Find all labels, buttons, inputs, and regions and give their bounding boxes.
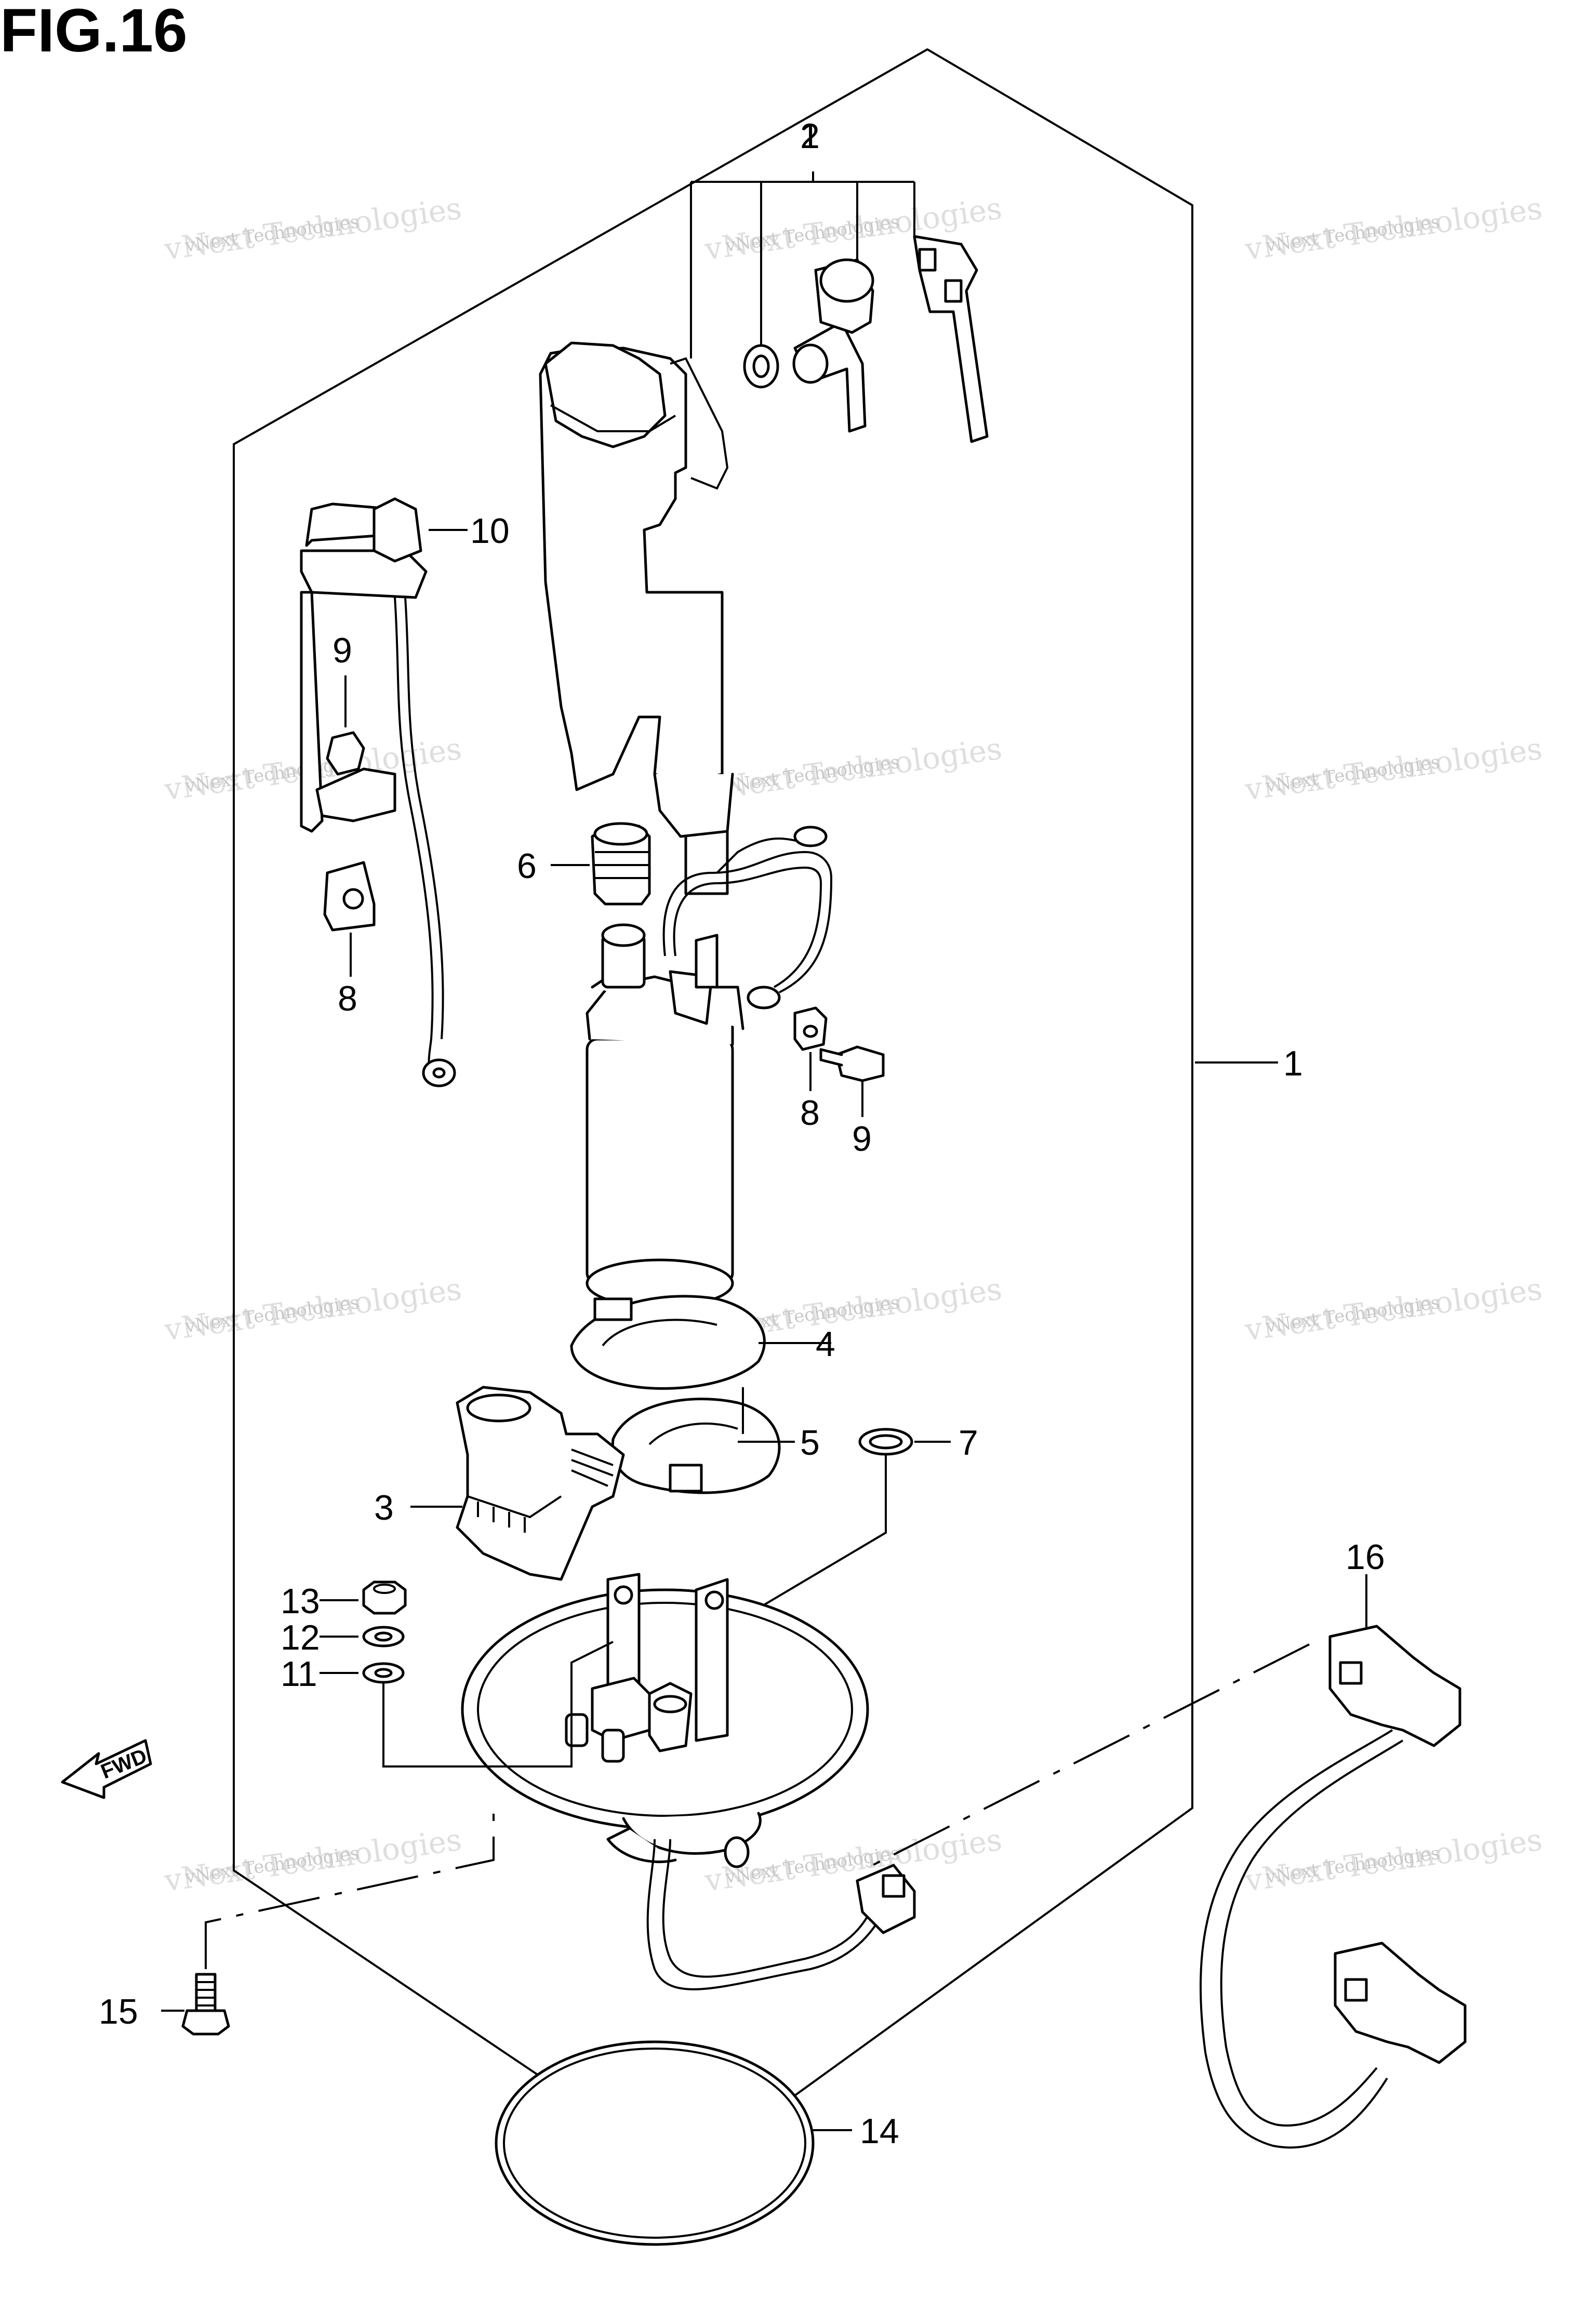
callout-label: 11 (281, 1654, 317, 1694)
pump-flange-plate (461, 1573, 869, 1868)
part-9-screw-left (326, 675, 365, 776)
watermark: vNext Technologies vNext Technologies (162, 1271, 463, 1348)
part-11-lock-washer (320, 1641, 614, 1768)
callout-label: 2 (800, 116, 820, 156)
part-8-clip-left (315, 767, 396, 977)
callout-label: 10 (470, 511, 510, 551)
watermark: vNext Technologies vNext Technologies (1242, 1822, 1544, 1898)
part-6-damper (551, 822, 651, 906)
callout-label: 1 (800, 116, 820, 156)
callout-label: 16 (1346, 1537, 1385, 1577)
callout-label: 7 (959, 1423, 978, 1463)
part-5-bracket (611, 1398, 795, 1494)
callout-label: 8 (338, 979, 357, 1018)
callout-labels: 1 1 2 3 4 5 6 7 8 8 9 9 10 11 12 13 14 1… (99, 116, 1385, 2151)
part-4-holder (570, 1295, 831, 1390)
callout-label: 14 (860, 2111, 899, 2151)
callout-label: 8 (800, 1093, 820, 1133)
figure-title: FIG.16 (0, 0, 188, 65)
watermark: vNext Technologies vNext Technologies (162, 190, 463, 267)
pump-housing-upper (539, 341, 734, 895)
assembly-boundary (233, 48, 1193, 2176)
callout-label: 3 (374, 1488, 394, 1527)
part-3-strainer (410, 1386, 625, 1581)
fuel-pump-motor (586, 826, 833, 1308)
part-16-fuel-hose (862, 1574, 1467, 2149)
fwd-direction-arrow: FWD (61, 1739, 152, 1799)
watermark: vNext Technologies vNext Technologies (1242, 730, 1544, 807)
part-12-washer (320, 1626, 405, 1647)
callout-label: 5 (800, 1423, 820, 1463)
callout-label: 4 (816, 1324, 835, 1364)
wire-harness (646, 1839, 916, 1990)
callout-label: 13 (281, 1582, 320, 1621)
part-14-gasket (495, 2040, 852, 2246)
callout-label: 6 (517, 846, 537, 886)
callout-label: 1 (1283, 1044, 1303, 1083)
part-10-sensor (300, 497, 468, 1087)
callout-label: 12 (281, 1618, 320, 1657)
watermark: vNext Technologies vNext Technologies (162, 1822, 463, 1898)
part-9-screw-right (819, 1045, 885, 1117)
part-15-bolt (161, 1813, 495, 2036)
watermark: vNext Technologies vNext Technologies (1242, 1271, 1544, 1348)
callout-label: 9 (332, 631, 352, 670)
callout-label: 9 (852, 1119, 872, 1159)
part-2-pressure-regulator (690, 171, 989, 443)
part-13-nut (320, 1580, 407, 1615)
watermark: vNext Technologies vNext Technologies (1242, 190, 1544, 267)
callout-label: 15 (99, 1992, 138, 2031)
part-8-clip-right (793, 1006, 828, 1091)
watermark: vNext Technologies vNext Technologies (702, 730, 1004, 807)
